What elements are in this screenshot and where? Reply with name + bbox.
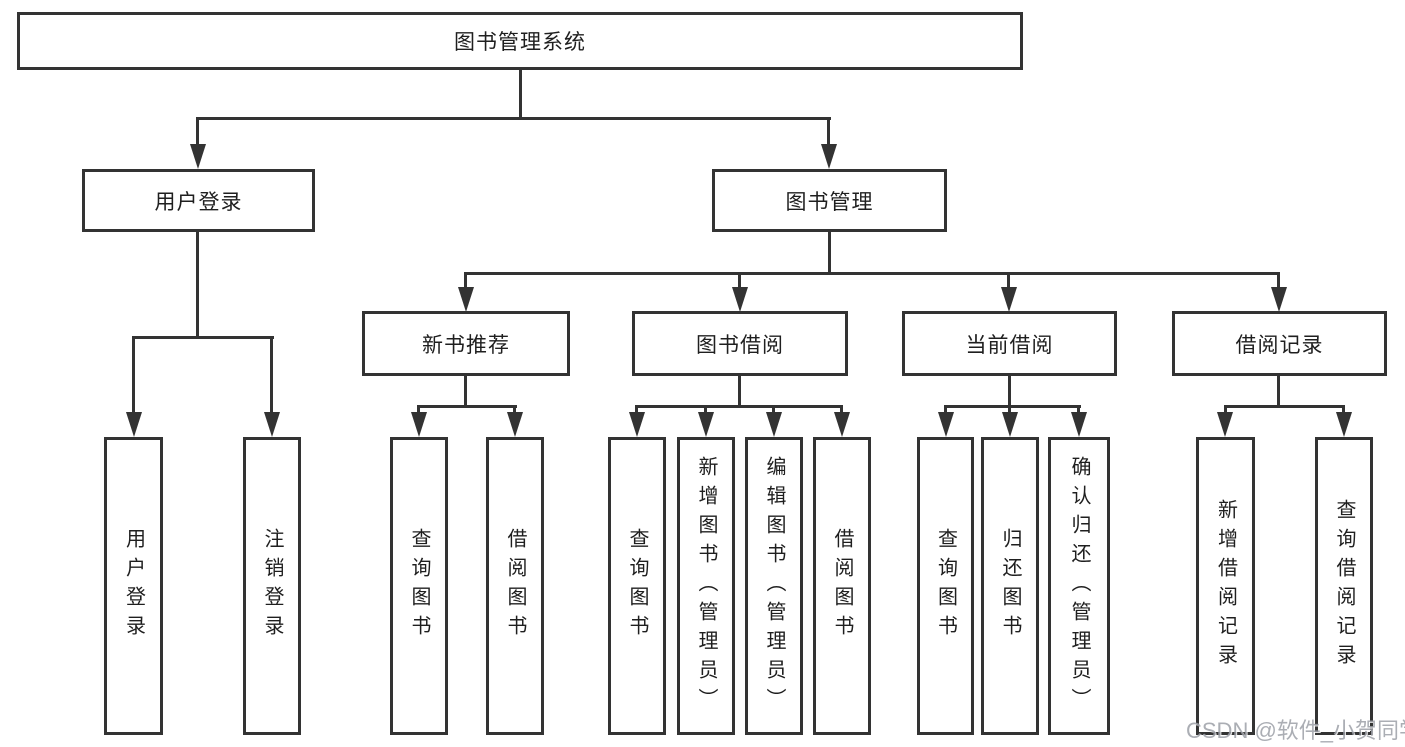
node-root-label: 图书管理系统 bbox=[454, 31, 586, 54]
connector-line bbox=[464, 272, 1280, 275]
connector-line bbox=[417, 405, 420, 416]
node-new-book-recommend-label: 新书推荐 bbox=[422, 333, 510, 357]
connector-line bbox=[704, 405, 707, 416]
leaf-user-login-label: 用户登录 bbox=[122, 528, 145, 644]
connector-line bbox=[827, 117, 830, 147]
arrow-down-icon bbox=[458, 287, 474, 312]
leaf-add-books-admin-label: 新增图书（管理员） bbox=[695, 455, 717, 717]
connector-line bbox=[417, 405, 517, 408]
leaf-query-books-current-label: 查询图书 bbox=[934, 528, 957, 644]
arrow-down-icon bbox=[766, 412, 782, 437]
node-borrowing-records-label: 借阅记录 bbox=[1235, 333, 1324, 357]
leaf-logout: 注销登录 bbox=[243, 437, 301, 735]
node-current-borrowing: 当前借阅 bbox=[902, 311, 1117, 376]
node-root: 图书管理系统 bbox=[17, 12, 1023, 70]
leaf-return-books: 归还图书 bbox=[981, 437, 1039, 735]
connector-line bbox=[1007, 272, 1010, 290]
leaf-query-books-recommend-label: 查询图书 bbox=[408, 528, 430, 644]
connector-line bbox=[513, 405, 516, 416]
connector-line bbox=[132, 336, 135, 416]
leaf-query-books-borrowing: 查询图书 bbox=[608, 437, 666, 735]
leaf-return-books-label: 归还图书 bbox=[999, 528, 1021, 644]
connector-line bbox=[196, 117, 831, 120]
connector-line bbox=[944, 405, 1081, 408]
arrow-down-icon bbox=[1271, 287, 1287, 312]
arrow-down-icon bbox=[190, 144, 206, 169]
csdn-watermark: CSDN @软件_小贺同学 bbox=[1186, 718, 1405, 743]
node-book-borrowing: 图书借阅 bbox=[632, 311, 848, 376]
leaf-add-borrow-record-label: 新增借阅记录 bbox=[1214, 499, 1237, 673]
leaf-query-borrow-record-label: 查询借阅记录 bbox=[1333, 499, 1355, 673]
connector-line bbox=[270, 336, 273, 416]
arrow-down-icon bbox=[629, 412, 645, 437]
leaf-edit-books-admin: 编辑图书（管理员） bbox=[745, 437, 803, 735]
connector-line bbox=[196, 232, 199, 339]
leaf-query-books-current: 查询图书 bbox=[917, 437, 974, 735]
connector-line bbox=[840, 405, 843, 416]
node-user-login-label: 用户登录 bbox=[154, 190, 243, 214]
arrow-down-icon bbox=[1217, 412, 1233, 437]
leaf-user-login: 用户登录 bbox=[104, 437, 163, 735]
arrow-down-icon bbox=[1002, 412, 1018, 437]
connector-line bbox=[1008, 376, 1011, 407]
arrow-down-icon bbox=[938, 412, 954, 437]
leaf-confirm-return-admin-label: 确认归还（管理员） bbox=[1068, 455, 1090, 717]
arrow-down-icon bbox=[821, 144, 837, 169]
connector-line bbox=[635, 405, 638, 416]
arrow-down-icon bbox=[1336, 412, 1352, 437]
leaf-edit-books-admin-label: 编辑图书（管理员） bbox=[763, 455, 785, 717]
connector-line bbox=[1277, 272, 1280, 290]
connector-line bbox=[1342, 405, 1345, 416]
leaf-borrow-books-recommend: 借阅图书 bbox=[486, 437, 544, 735]
connector-line bbox=[828, 232, 831, 275]
leaf-query-borrow-record: 查询借阅记录 bbox=[1315, 437, 1373, 735]
connector-line bbox=[464, 376, 467, 407]
arrow-down-icon bbox=[126, 412, 142, 437]
connector-line bbox=[944, 405, 947, 416]
node-book-borrowing-label: 图书借阅 bbox=[696, 333, 784, 357]
leaf-add-borrow-record: 新增借阅记录 bbox=[1196, 437, 1255, 735]
arrow-down-icon bbox=[411, 412, 427, 437]
arrow-down-icon bbox=[834, 412, 850, 437]
leaf-logout-label: 注销登录 bbox=[261, 528, 283, 644]
node-book-management-label: 图书管理 bbox=[785, 190, 874, 214]
leaf-borrow-books-label: 借阅图书 bbox=[831, 528, 853, 644]
leaf-query-books-borrowing-label: 查询图书 bbox=[626, 528, 648, 644]
connector-line bbox=[196, 117, 199, 147]
arrow-down-icon bbox=[1001, 287, 1017, 312]
connector-line bbox=[1008, 405, 1011, 416]
leaf-borrow-books-recommend-label: 借阅图书 bbox=[504, 528, 526, 644]
connector-line bbox=[738, 272, 741, 290]
connector-line bbox=[1277, 376, 1280, 407]
leaf-confirm-return-admin: 确认归还（管理员） bbox=[1048, 437, 1110, 735]
arrow-down-icon bbox=[732, 287, 748, 312]
connector-line bbox=[1224, 405, 1344, 408]
arrow-down-icon bbox=[1071, 412, 1087, 437]
connector-line bbox=[132, 336, 274, 339]
node-new-book-recommend: 新书推荐 bbox=[362, 311, 570, 376]
leaf-add-books-admin: 新增图书（管理员） bbox=[677, 437, 735, 735]
connector-line bbox=[1224, 405, 1227, 416]
node-current-borrowing-label: 当前借阅 bbox=[965, 333, 1054, 357]
arrow-down-icon bbox=[507, 412, 523, 437]
arrow-down-icon bbox=[264, 412, 280, 437]
connector-line bbox=[772, 405, 775, 416]
connector-line bbox=[519, 70, 522, 119]
connector-line bbox=[635, 405, 843, 408]
node-borrowing-records: 借阅记录 bbox=[1172, 311, 1387, 376]
connector-line bbox=[1077, 405, 1080, 416]
connector-line bbox=[464, 272, 467, 290]
node-book-management: 图书管理 bbox=[712, 169, 947, 232]
arrow-down-icon bbox=[698, 412, 714, 437]
leaf-borrow-books: 借阅图书 bbox=[813, 437, 871, 735]
connector-line bbox=[738, 376, 741, 407]
node-user-login: 用户登录 bbox=[82, 169, 315, 232]
leaf-query-books-recommend: 查询图书 bbox=[390, 437, 448, 735]
